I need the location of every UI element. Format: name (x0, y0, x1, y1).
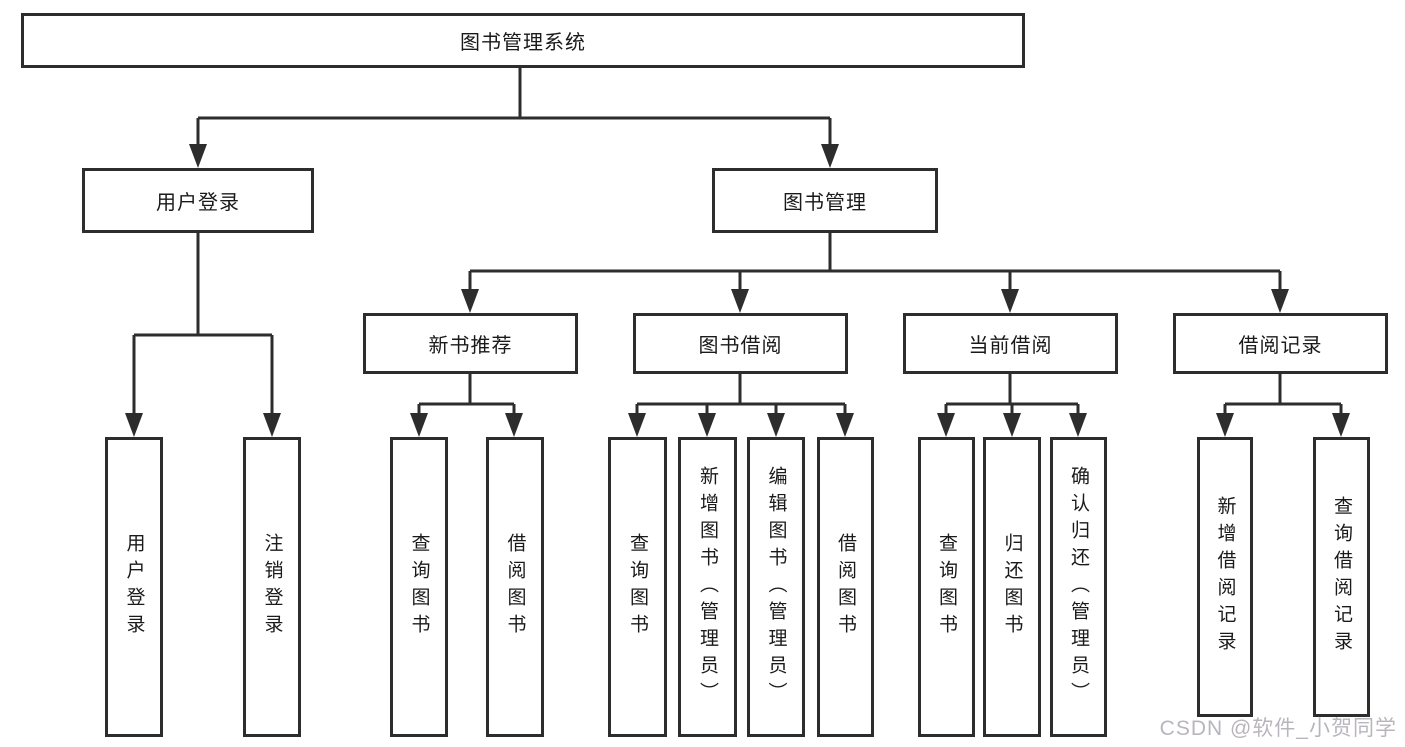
leaf-bb-borrow-books-label: 借阅图书 (835, 533, 856, 641)
leaf-user-login-label: 用户登录 (123, 533, 145, 641)
node-current-borrow-label: 当前借阅 (968, 335, 1053, 357)
node-book-management-label: 图书管理 (783, 192, 867, 214)
leaf-user-login: 用户登录 (105, 437, 163, 737)
node-user-login-label: 用户登录 (156, 192, 240, 214)
leaf-cb-query-books: 查询图书 (918, 437, 975, 737)
node-new-book-recommend-label: 新书推荐 (428, 335, 513, 357)
leaf-logout-label: 注销登录 (261, 533, 283, 641)
leaf-logout: 注销登录 (243, 437, 301, 737)
leaf-br-add-record-label: 新增借阅记录 (1214, 496, 1236, 658)
node-current-borrow: 当前借阅 (903, 313, 1118, 374)
leaf-cb-query-books-label: 查询图书 (936, 533, 957, 641)
leaf-nb-query-books-label: 查询图书 (408, 533, 430, 641)
leaf-bb-query-books: 查询图书 (608, 437, 667, 737)
node-book-borrow: 图书借阅 (633, 313, 848, 374)
leaf-cb-confirm-return-admin-label: 确认归还（管理员） (1068, 465, 1089, 709)
leaf-cb-return-books: 归还图书 (983, 437, 1041, 737)
node-user-login: 用户登录 (82, 168, 314, 233)
leaf-bb-query-books-label: 查询图书 (627, 533, 648, 641)
leaf-cb-confirm-return-admin: 确认归还（管理员） (1050, 437, 1107, 737)
leaf-bb-add-books-admin: 新增图书（管理员） (678, 437, 737, 737)
node-book-borrow-label: 图书借阅 (698, 335, 783, 357)
node-root: 图书管理系统 (21, 13, 1025, 68)
leaf-nb-borrow-books: 借阅图书 (486, 437, 544, 737)
node-root-label: 图书管理系统 (460, 32, 586, 54)
leaf-bb-edit-books-admin-label: 编辑图书（管理员） (765, 465, 787, 709)
leaf-bb-edit-books-admin: 编辑图书（管理员） (747, 437, 805, 737)
leaf-bb-borrow-books: 借阅图书 (817, 437, 874, 737)
leaf-br-add-record: 新增借阅记录 (1197, 437, 1253, 717)
node-borrow-records-label: 借阅记录 (1238, 335, 1323, 357)
leaf-br-query-record-label: 查询借阅记录 (1331, 496, 1352, 658)
leaf-nb-borrow-books-label: 借阅图书 (504, 533, 526, 641)
node-new-book-recommend: 新书推荐 (363, 313, 578, 374)
leaf-nb-query-books: 查询图书 (390, 437, 448, 737)
node-book-management: 图书管理 (712, 168, 938, 233)
leaf-bb-add-books-admin-label: 新增图书（管理员） (697, 465, 718, 709)
node-borrow-records: 借阅记录 (1173, 313, 1388, 374)
csdn-watermark: CSDN @软件_小贺同学 (1159, 717, 1397, 740)
leaf-cb-return-books-label: 归还图书 (1001, 533, 1023, 641)
leaf-br-query-record: 查询借阅记录 (1313, 437, 1370, 717)
